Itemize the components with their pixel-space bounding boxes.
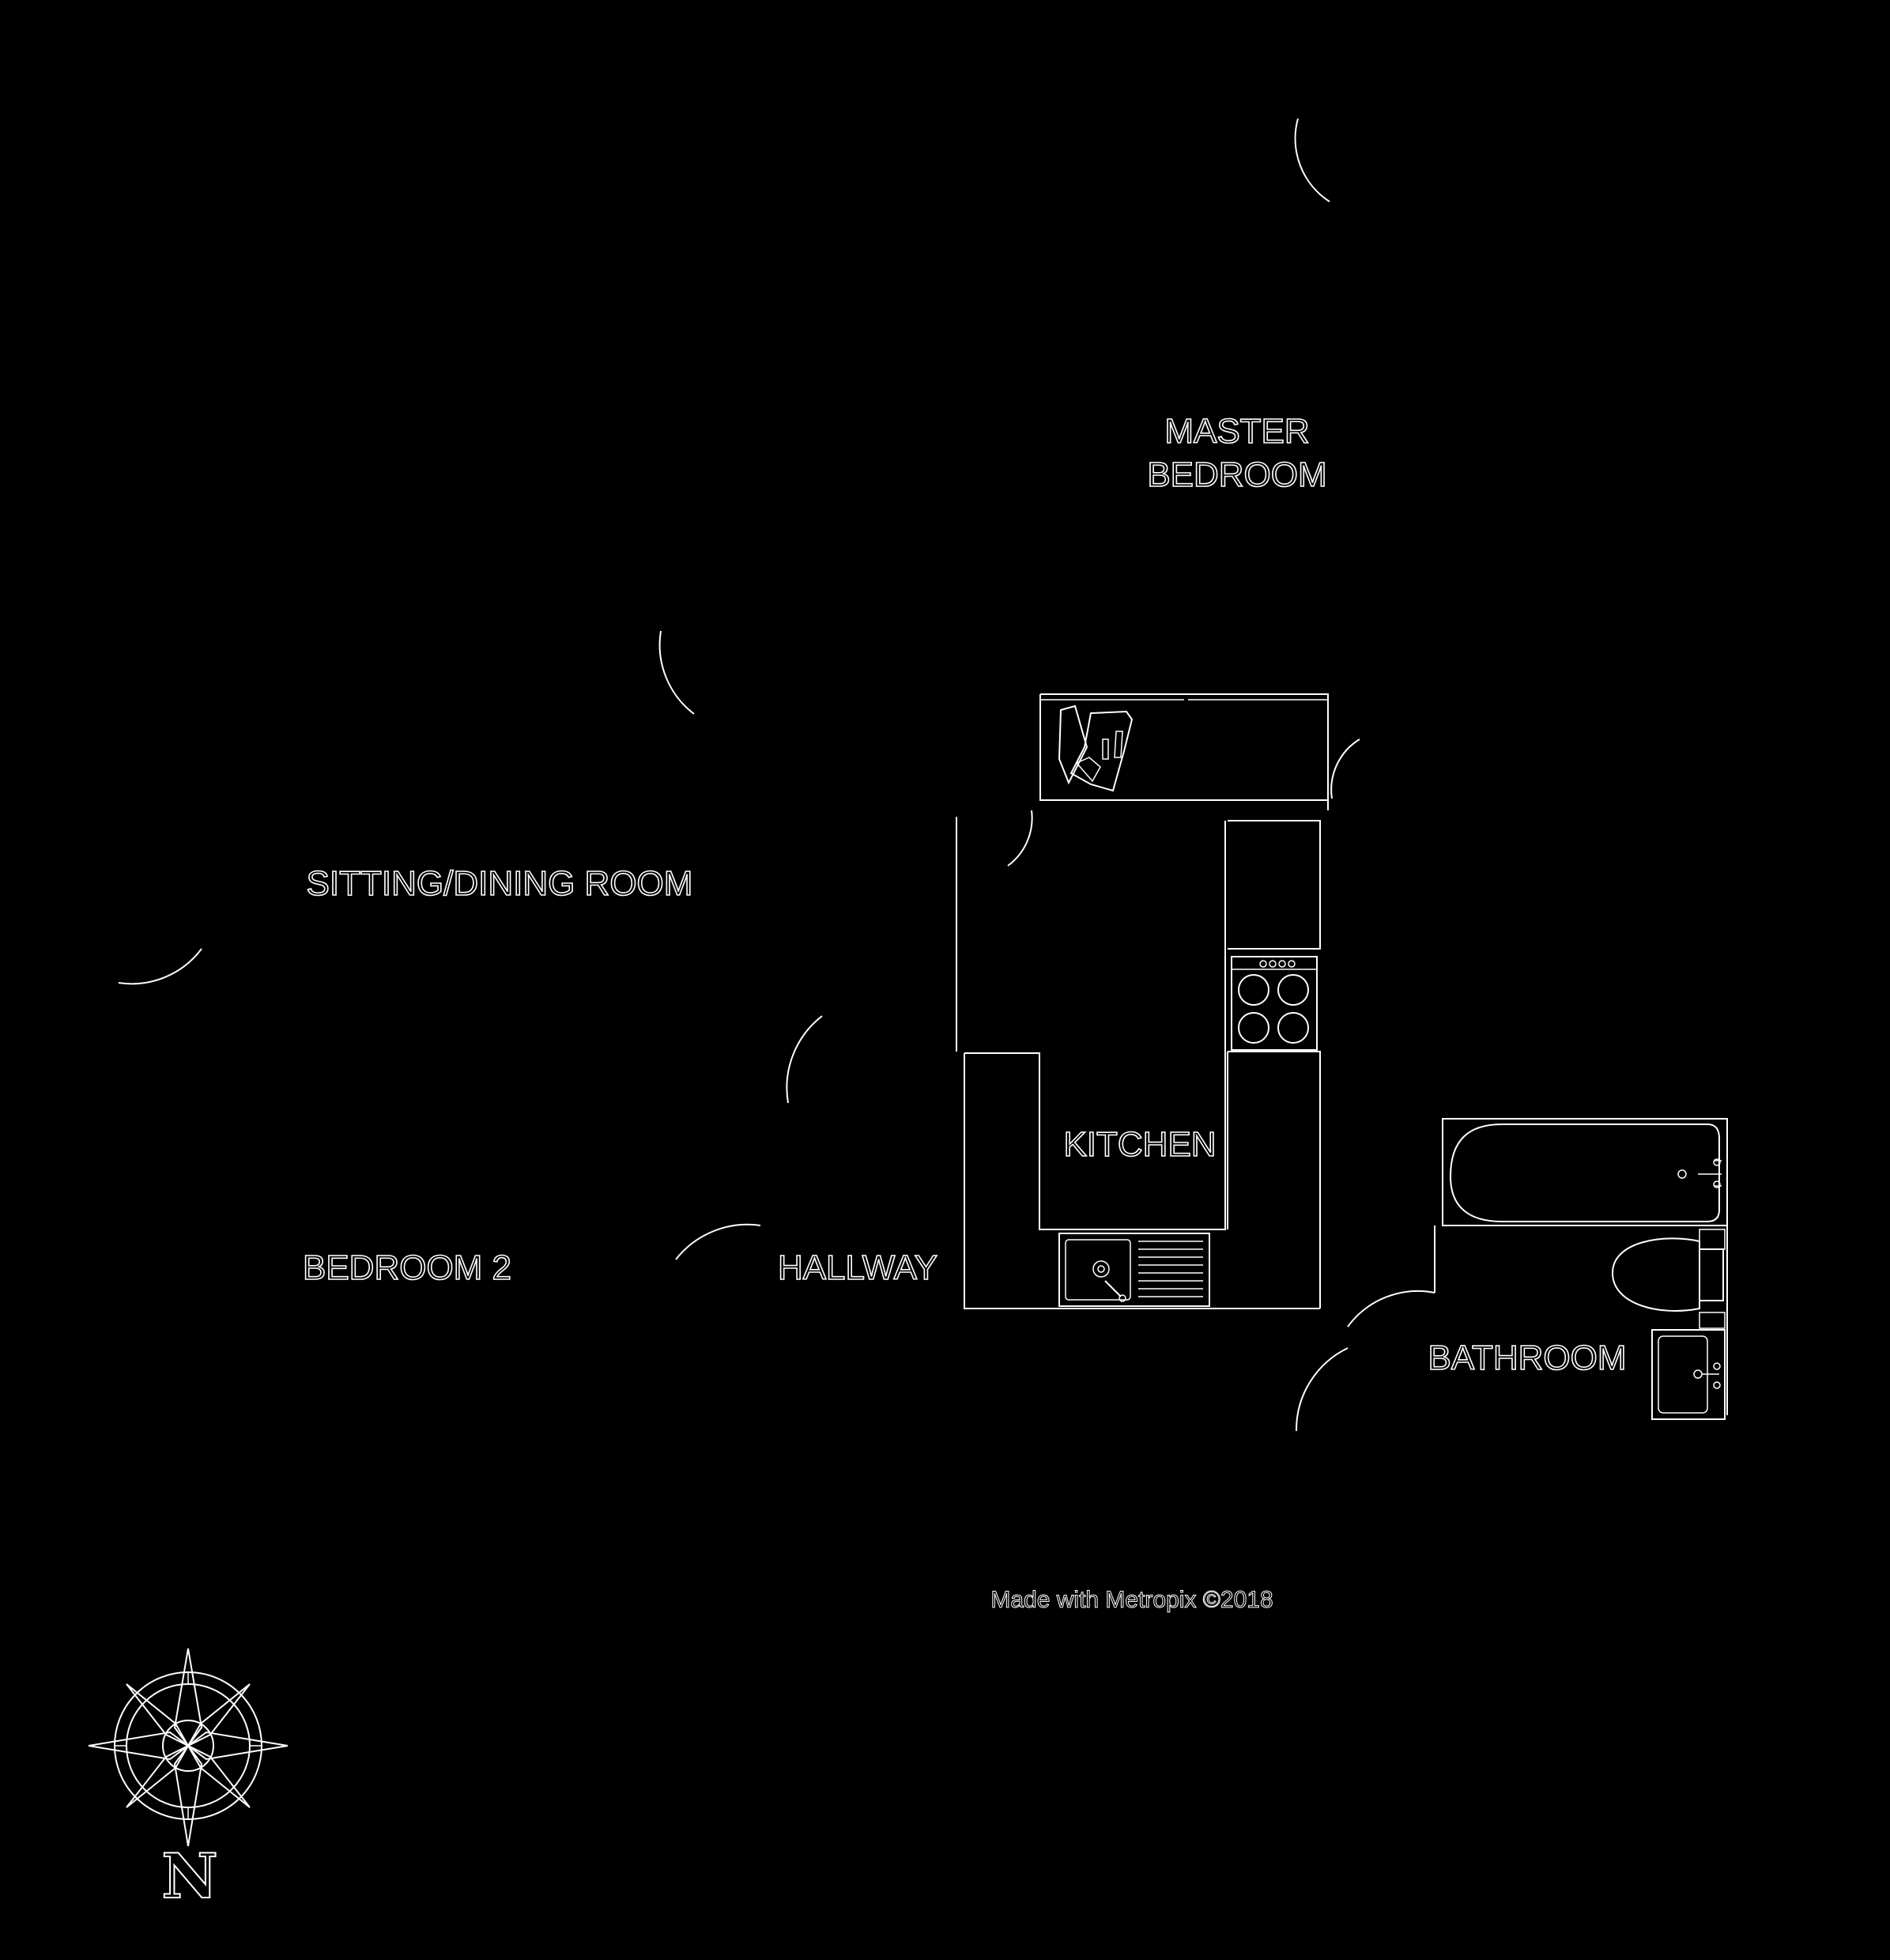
bathroom-wall-right	[1434, 1225, 1728, 1415]
door-arc-kitchen-right	[1330, 738, 1360, 799]
label-hallway: HALLWAY	[778, 1248, 937, 1287]
washbasin-icon	[1651, 1329, 1726, 1420]
door-arc-hallway-left	[786, 1015, 823, 1104]
kitchen-top-counter	[1039, 693, 1329, 810]
label-bedroom-2: BEDROOM 2	[303, 1248, 511, 1287]
label-kitchen: KITCHEN	[1063, 1125, 1216, 1164]
door-arc-kitchen-top	[1007, 810, 1033, 867]
compass-north-label: N	[161, 1841, 217, 1913]
sink-icon	[1058, 1233, 1210, 1307]
door-swings	[118, 118, 1435, 1432]
door-arc-bathroom-top	[1347, 1290, 1435, 1327]
label-sitting-dining-room: SITTING/DINING ROOM	[307, 864, 693, 903]
hob-icon	[1231, 956, 1318, 1051]
toilet-icon	[1611, 1229, 1726, 1329]
label-master-bedroom-line1: MASTER	[1164, 412, 1309, 451]
kitchen-wall-left-lower	[964, 1053, 1320, 1309]
credit-text: Made with Metropix ©2018	[990, 1587, 1273, 1613]
door-arc-master-bedroom	[1294, 118, 1330, 202]
bathroom-area	[1434, 1118, 1728, 1420]
label-bathroom: BATHROOM	[1428, 1339, 1627, 1377]
kitchen-tall-unit-bottom	[1227, 1051, 1321, 1309]
door-arc-bathroom-bottom	[1295, 1347, 1349, 1432]
door-arc-bedroom-2	[675, 1223, 761, 1260]
bathtub-icon	[1442, 1118, 1728, 1226]
door-arc-sitting-room-left	[118, 948, 202, 985]
kitchen-area	[956, 693, 1329, 1309]
compass-rose-icon: N	[88, 1648, 289, 1913]
kitchen-island-left	[964, 821, 1226, 1230]
label-master-bedroom-line2: BEDROOM	[1147, 455, 1326, 494]
room-labels: MASTER BEDROOM SITTING/DINING ROOM KITCH…	[302, 411, 1627, 1378]
washing-machine-icon	[1058, 704, 1134, 792]
door-arc-sitting-room-top	[658, 630, 695, 715]
kitchen-tall-unit-top	[1228, 820, 1321, 950]
